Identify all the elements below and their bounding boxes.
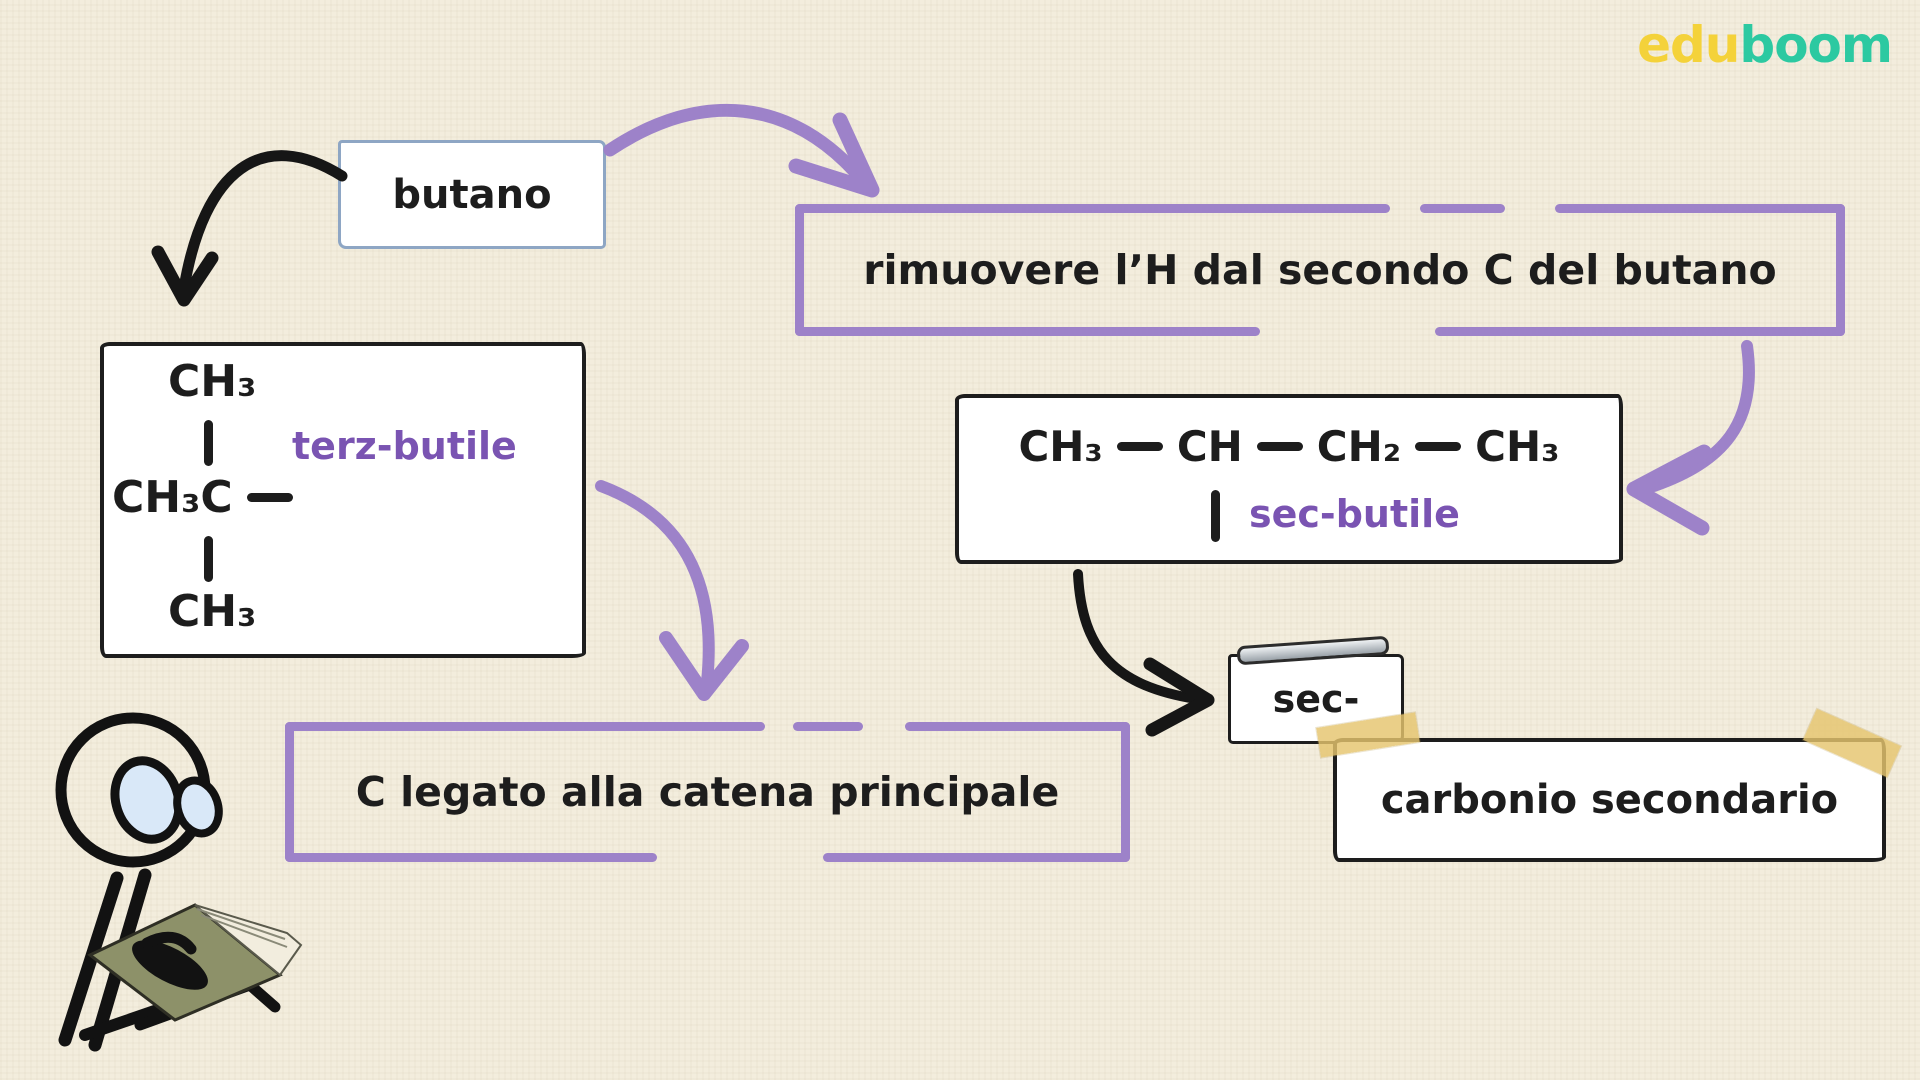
sec-g1: CH₃ — [1018, 422, 1103, 471]
rule-terz-label: C legato alla catena principale — [355, 768, 1060, 816]
carbonio-label: carbonio secondario — [1380, 777, 1839, 823]
arrow-terz-to-rule — [595, 480, 749, 701]
arrow-butano-to-rule — [603, 103, 880, 198]
butano-box: butano — [338, 140, 606, 249]
bond-horizontal — [1415, 442, 1462, 451]
sec-g4: CH₃ — [1475, 422, 1560, 471]
rule-terz-box: C legato alla catena principale — [285, 722, 1130, 862]
frame-top-seg — [1555, 204, 1845, 213]
sec-prefix-note: sec- — [1228, 635, 1404, 744]
sec-structure-box: CH₃ CH CH₂ CH₃ sec-butile — [955, 394, 1623, 564]
terz-ch3c: CH₃C — [112, 472, 233, 523]
frame-top-seg — [905, 722, 1130, 731]
frame-right — [1836, 204, 1845, 336]
frame-left — [795, 204, 804, 336]
frame-top-seg — [793, 722, 863, 731]
butano-label: butano — [392, 171, 552, 218]
arrow-sec-to-prefix — [1073, 569, 1215, 737]
sec-g3: CH₂ — [1316, 422, 1402, 471]
sec-prefix-label: sec- — [1272, 677, 1360, 721]
arrow-butano-to-terz — [151, 150, 348, 307]
frame-bottom-seg — [823, 853, 1130, 862]
sec-g2: CH — [1176, 422, 1243, 471]
sec-formula-row: CH₃ CH CH₂ CH₃ — [959, 422, 1619, 471]
logo-edu: edu — [1637, 16, 1740, 74]
sec-butile-label: sec-butile — [1249, 492, 1460, 536]
terz-structure-box: CH₃ terz-butile CH₃C CH₃ — [100, 342, 586, 658]
bond-vertical — [1211, 490, 1220, 542]
eduboom-logo: eduboom — [1637, 16, 1893, 74]
carbonio-box: carbonio secondario — [1333, 738, 1886, 862]
terz-ch3-top: CH₃ — [168, 356, 257, 407]
frame-left — [285, 722, 294, 862]
person-reading-book-icon — [55, 712, 303, 1052]
terz-ch3-bottom: CH₃ — [168, 586, 257, 637]
rule-sec-box: rimuovere l’H dal secondo C del butano — [795, 204, 1845, 336]
frame-bottom-seg — [1435, 327, 1845, 336]
bond-vertical — [204, 536, 213, 582]
frame-top-seg — [795, 204, 1390, 213]
frame-top-seg — [285, 722, 765, 731]
bond-vertical — [204, 420, 213, 466]
bond-horizontal — [1116, 442, 1163, 451]
frame-bottom-seg — [285, 853, 657, 862]
bond-horizontal — [246, 493, 293, 502]
terz-ch3c-row: CH₃C — [112, 472, 293, 523]
frame-bottom-seg — [795, 327, 1260, 336]
logo-boom: boom — [1739, 16, 1893, 74]
arrow-rule-to-sec — [1626, 340, 1755, 536]
frame-right — [1121, 722, 1130, 862]
frame-top-seg — [1420, 204, 1505, 213]
rule-sec-label: rimuovere l’H dal secondo C del butano — [863, 246, 1777, 294]
terz-butile-label: terz-butile — [292, 424, 517, 468]
bond-horizontal — [1256, 442, 1303, 451]
